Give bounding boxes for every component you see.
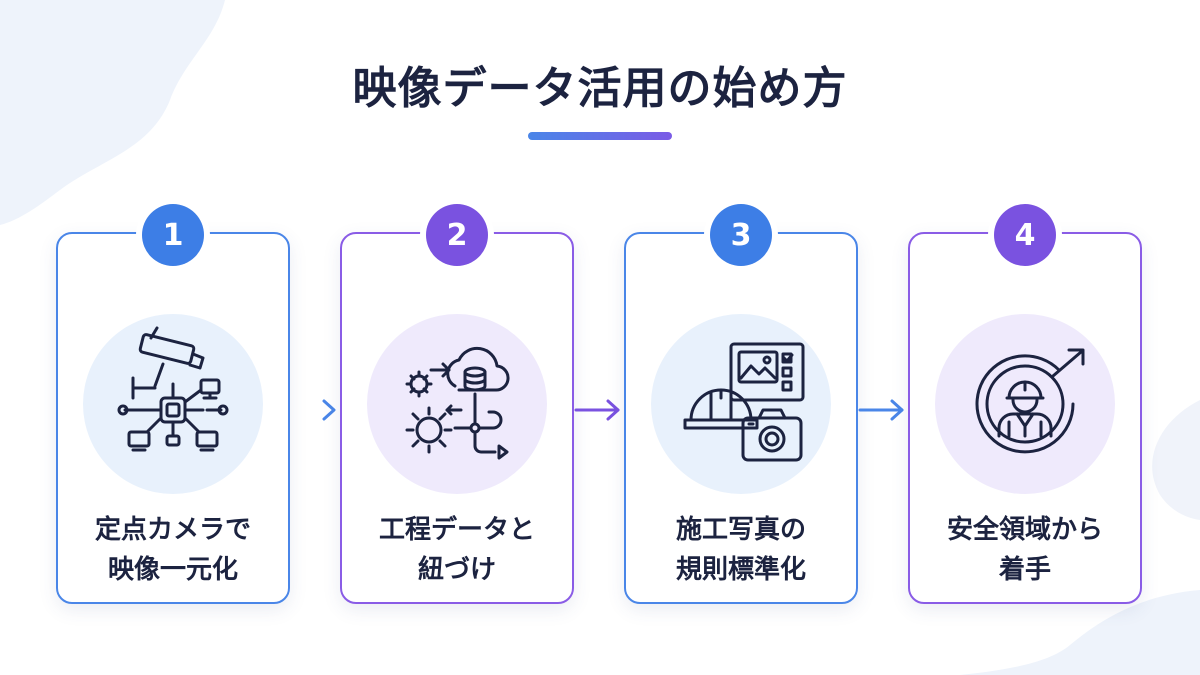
step-badge-1: 1 — [142, 204, 204, 266]
step-label-3: 施工写真の 規則標準化 — [626, 510, 856, 590]
step-label-1-line1: 定点カメラで — [94, 515, 251, 545]
step-card-3: 3 施工写真の 規則標準化 — [624, 204, 858, 604]
cloud-database-gear-icon — [405, 346, 510, 460]
worker-growth-arrow-icon — [975, 348, 1085, 454]
step-card-1: 1 — [56, 204, 290, 604]
icon-circle-3 — [651, 314, 831, 494]
step-label-2-line2: 紐づけ — [417, 555, 496, 585]
step-label-4-line1: 安全領域から — [946, 515, 1103, 545]
step-label-3-line1: 施工写真の — [675, 515, 806, 545]
step-label-1: 定点カメラで 映像一元化 — [58, 510, 288, 590]
step-card-2: 2 工程データと 紐づけ — [340, 204, 574, 604]
surveillance-camera-network-icon — [117, 326, 229, 452]
step-badge-2: 2 — [426, 204, 488, 266]
step-badge-4: 4 — [994, 204, 1056, 266]
helmet-photo-checklist-icon — [683, 342, 805, 462]
step-card-4: 4 安全領域から 着手 — [908, 204, 1142, 604]
step-badge-3: 3 — [710, 204, 772, 266]
icon-circle-4 — [935, 314, 1115, 494]
icon-circle-1 — [83, 314, 263, 494]
title-underline — [528, 132, 672, 140]
flow-arrow-3 — [858, 399, 904, 421]
page-title: 映像データ活用の始め方 — [352, 63, 848, 114]
step-label-2: 工程データと 紐づけ — [342, 510, 572, 590]
icon-circle-2 — [367, 314, 547, 494]
step-label-1-line2: 映像一元化 — [107, 555, 238, 585]
flow-arrow-1 — [290, 399, 336, 421]
step-label-4-line2: 着手 — [998, 555, 1051, 585]
step-label-2-line1: 工程データと — [378, 515, 535, 545]
step-label-4: 安全領域から 着手 — [910, 510, 1140, 590]
flow-arrow-2 — [574, 399, 620, 421]
step-label-3-line2: 規則標準化 — [675, 555, 806, 585]
